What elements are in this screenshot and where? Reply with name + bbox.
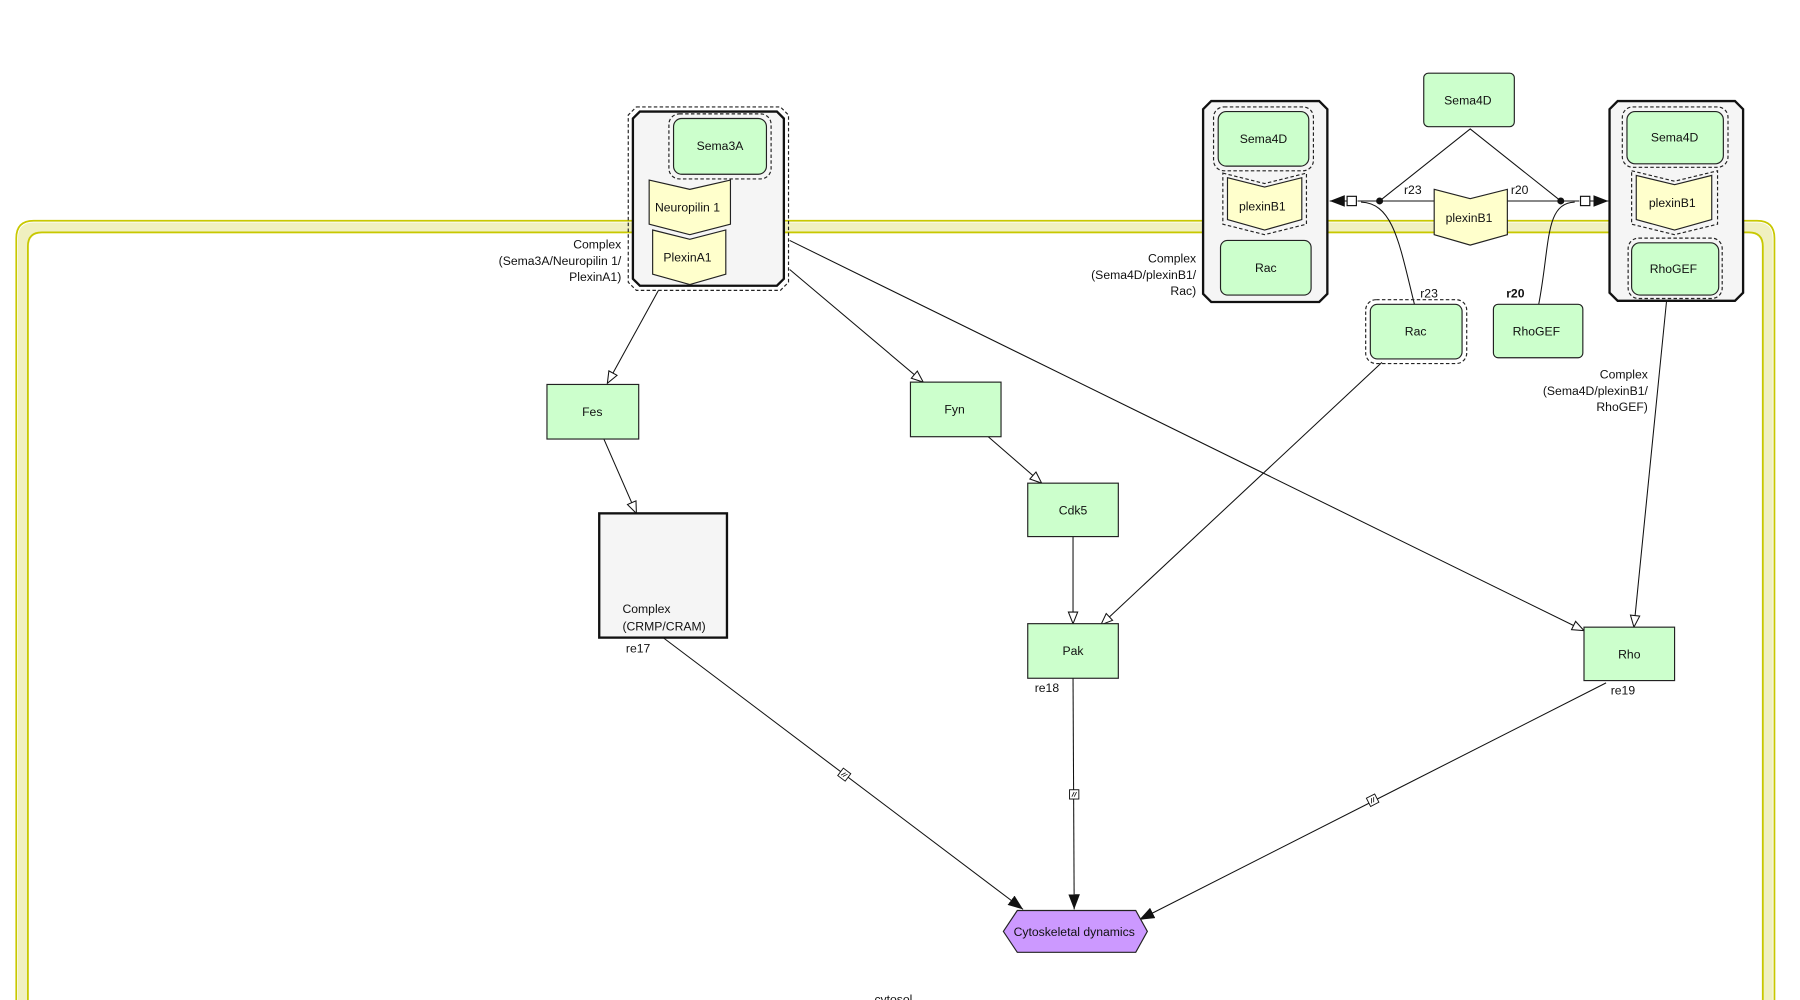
- complex-label-line2: (CRMP/CRAM): [622, 620, 705, 634]
- reaction-marker-re19[interactable]: [1365, 793, 1380, 808]
- reaction-square-r20[interactable]: [1579, 195, 1591, 207]
- reaction-dot-r23[interactable]: [1376, 197, 1384, 205]
- node-plexina1[interactable]: [652, 229, 727, 286]
- reaction-marker-re17[interactable]: [837, 767, 852, 782]
- node-rhogef-in-complex[interactable]: [1631, 242, 1720, 296]
- node-plexina1-label: PlexinA1: [663, 250, 711, 264]
- node-sema4d-label: Sema4D: [1240, 132, 1288, 146]
- complex-label-line2: (Sema4D/plexinB1/: [1091, 268, 1197, 282]
- complex-crmp-cram[interactable]: Complex (CRMP/CRAM): [598, 512, 729, 639]
- node-fyn[interactable]: Fyn: [909, 381, 1002, 438]
- complex-label-line1: Complex: [573, 238, 621, 252]
- edge-sema3a-fes[interactable]: [607, 290, 659, 383]
- edge-rhogef-rho[interactable]: [1634, 301, 1667, 627]
- node-label: Fes: [582, 405, 602, 419]
- reaction-dot-r20[interactable]: [1557, 197, 1565, 205]
- node-rac[interactable]: Rac: [1365, 299, 1468, 365]
- node-label: RhoGEF: [1513, 325, 1560, 339]
- node-sema3a-label: Sema3A: [697, 139, 745, 153]
- edge-rac-pak[interactable]: [1101, 362, 1383, 624]
- phenotype-cytoskeletal-dynamics[interactable]: Cytoskeletal dynamics: [1002, 909, 1149, 953]
- reaction-label-r20b: r20: [1506, 286, 1525, 300]
- reaction-label-r23: r23: [1404, 183, 1422, 197]
- node-sema4d-label: Sema4D: [1651, 131, 1699, 145]
- edge-sema3a-fyn[interactable]: [789, 269, 924, 382]
- node-cdk5[interactable]: Cdk5: [1027, 482, 1119, 538]
- complex-label-line2: (Sema4D/plexinB1/: [1543, 384, 1649, 398]
- node-label: Fyn: [944, 402, 964, 416]
- edge-sema3a-rho[interactable]: [789, 239, 1584, 630]
- reaction-label-re18: re18: [1035, 681, 1060, 695]
- edge-fyn-cdk5[interactable]: [987, 436, 1041, 483]
- compartment-label: cytosol: [874, 992, 912, 1000]
- reaction-square-r23[interactable]: [1346, 195, 1357, 207]
- edge-rac-r23[interactable]: [1361, 201, 1415, 305]
- node-plexinb1-label: plexinB1: [1649, 196, 1696, 210]
- node-label: plexinB1: [1446, 211, 1493, 225]
- node-rac-in-complex[interactable]: [1219, 239, 1312, 296]
- node-plexinb1-mid[interactable]: plexinB1: [1433, 188, 1508, 246]
- complex-label-line3: Rac): [1170, 284, 1196, 298]
- node-label: Rac: [1405, 325, 1427, 339]
- edges: [603, 128, 1667, 921]
- complex-sema4d-rac[interactable]: Sema4D plexinB1 Rac: [1201, 99, 1329, 304]
- complex-sema3a[interactable]: Sema3A Neuropilin 1 PlexinA1: [627, 106, 790, 291]
- complex-label-line1: Complex: [622, 602, 670, 616]
- node-neuropilin1-label: Neuropilin 1: [655, 200, 720, 214]
- node-sema4d-top[interactable]: Sema4D: [1423, 72, 1515, 128]
- node-label: Pak: [1063, 644, 1085, 658]
- cytosol-compartment[interactable]: [15, 219, 1776, 1000]
- node-sema4d[interactable]: [1626, 110, 1724, 165]
- node-plexinb1[interactable]: [1226, 176, 1303, 231]
- reaction-label-re19: re19: [1611, 684, 1636, 698]
- complex-label-line1: Complex: [1600, 368, 1648, 382]
- node-sema4d[interactable]: [1217, 110, 1310, 167]
- complex-label-line2: (Sema3A/Neuropilin 1/: [499, 254, 622, 268]
- complex-label-line3: PlexinA1): [569, 270, 621, 284]
- node-label: Cdk5: [1059, 504, 1088, 518]
- node-rho[interactable]: Rho: [1583, 626, 1676, 682]
- node-sema3a[interactable]: [672, 117, 768, 175]
- node-fes[interactable]: Fes: [546, 383, 640, 440]
- complex-sema4d-rhogef[interactable]: Sema4D plexinB1 RhoGEF: [1608, 99, 1745, 302]
- reaction-marker-re18[interactable]: [1069, 789, 1080, 800]
- node-label: Rho: [1618, 648, 1641, 662]
- node-rac-in-complex-label: Rac: [1255, 261, 1277, 275]
- node-neuropilin1[interactable]: [648, 179, 732, 236]
- complex-label-line3: RhoGEF): [1596, 400, 1647, 414]
- reaction-label-re17: re17: [626, 642, 651, 656]
- node-plexinb1[interactable]: [1635, 174, 1713, 231]
- reaction-label-r20: r20: [1511, 183, 1529, 197]
- node-rhogef-in-complex-label: RhoGEF: [1650, 262, 1697, 276]
- complex-label-line1: Complex: [1148, 252, 1196, 266]
- edge-fes-crmp[interactable]: [603, 438, 637, 513]
- edge-sema4d-reactions[interactable]: [1379, 128, 1562, 202]
- node-plexinb1-label: plexinB1: [1239, 199, 1286, 213]
- reaction-label-r23b: r23: [1420, 286, 1438, 300]
- node-label: Sema4D: [1444, 94, 1492, 108]
- node-rhogef[interactable]: RhoGEF: [1492, 303, 1584, 359]
- node-label: Cytoskeletal dynamics: [1014, 925, 1135, 939]
- edge-rhogef-r20[interactable]: [1538, 201, 1575, 305]
- node-pak[interactable]: Pak: [1027, 623, 1119, 679]
